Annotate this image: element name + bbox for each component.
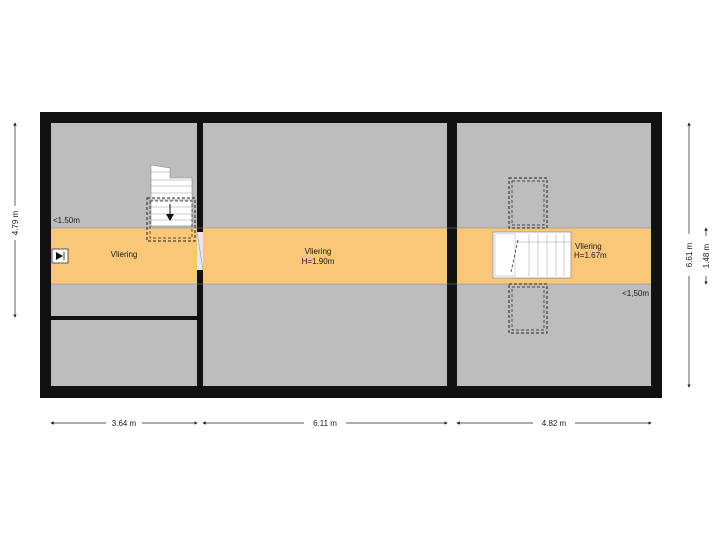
floor-left-lower <box>51 320 197 386</box>
dimension-right-band: 1.48 m <box>702 227 711 285</box>
room-height-right: H=1.67m <box>574 251 607 260</box>
wall-right-divider <box>447 123 457 386</box>
dimension-label: 4.79 m <box>11 210 20 235</box>
roof-window-lower <box>508 283 548 334</box>
dimension-label: 6.11 m <box>313 419 337 428</box>
roof-hatch-icon <box>51 248 69 264</box>
stair-left <box>146 164 196 242</box>
dimension-label: 6.61 m <box>685 242 694 267</box>
low-height-left: <1.50m <box>53 216 80 225</box>
dimension-bottom-left: 3.64 m <box>50 419 198 428</box>
dimension-bottom-right: 4.82 m <box>456 419 652 428</box>
low-height-right: <1,50m <box>622 289 649 298</box>
room-label-center: Vliering <box>305 247 332 256</box>
dimension-label: 1.48 m <box>702 243 711 268</box>
room-height-center: H=1.90m <box>302 257 335 266</box>
dimension-label: 3.64 m <box>112 419 137 428</box>
stair-right <box>492 231 572 279</box>
arrow-down-icon <box>166 204 174 221</box>
band-left <box>51 228 197 284</box>
dimension-left-height: 4.79 m <box>11 122 20 318</box>
roof-window-upper <box>508 177 548 229</box>
dimension-right-total: 6.61 m <box>685 122 694 388</box>
dimension-bottom-center: 6.11 m <box>202 419 448 428</box>
band-center <box>203 228 447 284</box>
door-leaf <box>196 231 204 271</box>
wall-left-horizontal <box>51 316 197 320</box>
room-label-left: Vliering <box>111 250 138 259</box>
room-label-right: Vliering <box>575 242 602 251</box>
dimension-label: 4.82 m <box>542 419 567 428</box>
